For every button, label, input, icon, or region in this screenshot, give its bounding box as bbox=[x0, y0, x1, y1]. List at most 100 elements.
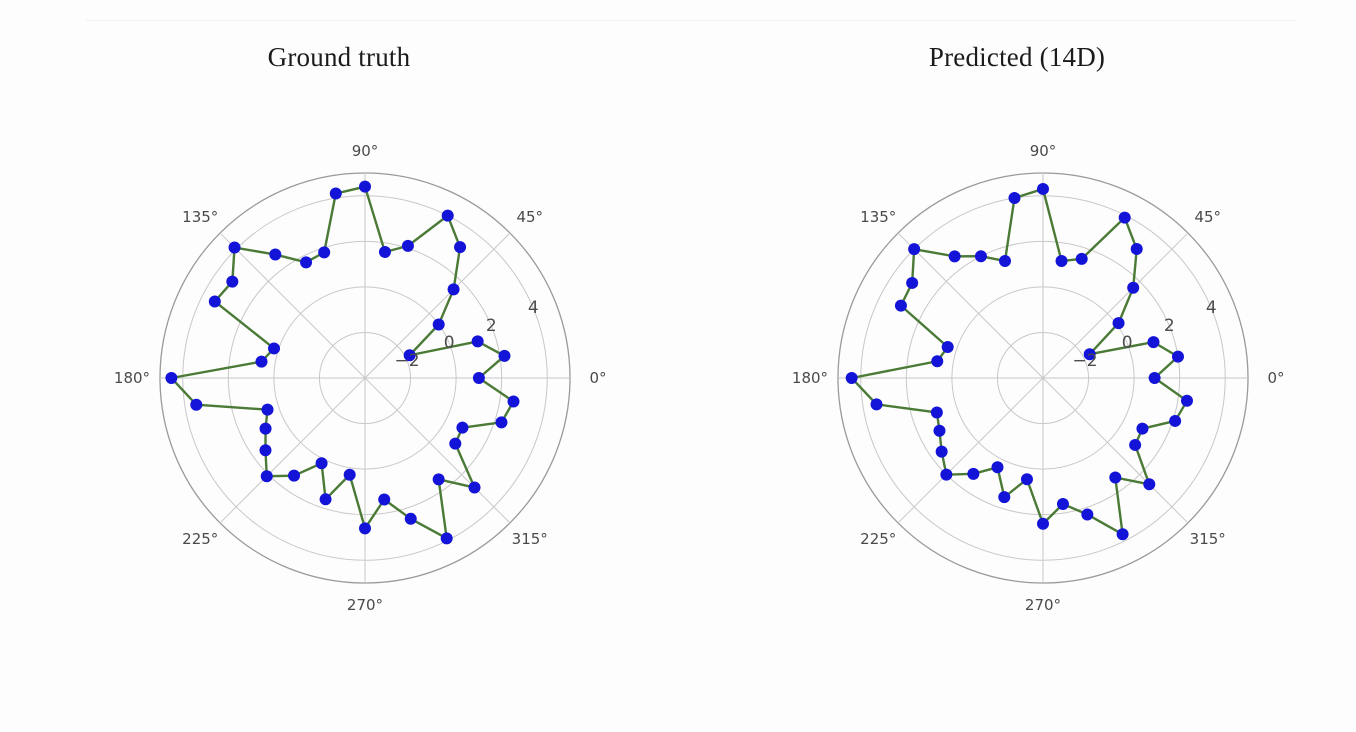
polar-data-point bbox=[432, 473, 445, 486]
polar-data-point bbox=[1129, 438, 1142, 451]
angular-tick-label: 45° bbox=[516, 208, 544, 227]
polar-data-point bbox=[441, 209, 454, 222]
polar-grid-spoke bbox=[1042, 232, 1189, 379]
radial-tick-label: 4 bbox=[527, 298, 539, 319]
polar-data-point bbox=[359, 180, 371, 193]
polar-data-point bbox=[1037, 517, 1049, 530]
polar-data-point bbox=[1148, 372, 1161, 384]
polar-data-point bbox=[343, 468, 356, 481]
polar-grid-spoke bbox=[364, 232, 511, 379]
polar-data-point bbox=[456, 421, 469, 434]
polar-data-point bbox=[268, 342, 281, 355]
polar-grid-spoke bbox=[219, 377, 366, 524]
polar-data-point bbox=[378, 246, 391, 259]
polar-data-point bbox=[1130, 243, 1143, 256]
polar-data-point bbox=[401, 239, 414, 252]
scan-artifact-line bbox=[86, 20, 1296, 21]
angular-tick-label: 45° bbox=[1194, 208, 1222, 227]
angular-tick-label: 315° bbox=[511, 529, 548, 548]
polar-data-point bbox=[440, 532, 453, 545]
angular-tick-label: 0° bbox=[1267, 369, 1285, 387]
polar-data-point bbox=[967, 467, 980, 480]
polar-grid-spoke bbox=[897, 232, 1044, 379]
polar-data-point bbox=[948, 250, 961, 263]
polar-data-point bbox=[300, 256, 313, 269]
polar-grid-spoke bbox=[364, 377, 511, 524]
polar-data-point bbox=[1109, 471, 1122, 484]
polar-data-point bbox=[894, 299, 907, 312]
polar-data-point bbox=[1075, 252, 1088, 265]
angular-tick-label: 270° bbox=[346, 596, 384, 614]
polar-data-point bbox=[404, 512, 417, 525]
angular-tick-label: 180° bbox=[791, 369, 829, 387]
angular-tick-label: 0° bbox=[589, 369, 607, 387]
radial-tick-label: 0 bbox=[443, 333, 455, 354]
polar-data-point bbox=[359, 522, 371, 535]
polar-data-point bbox=[447, 283, 460, 296]
polar-data-point bbox=[998, 491, 1011, 504]
polar-data-point bbox=[940, 468, 953, 481]
angular-tick-label: 90° bbox=[1029, 142, 1057, 160]
radial-tick-label: 4 bbox=[1205, 298, 1217, 319]
radial-tick-label: −2 bbox=[1072, 350, 1098, 371]
angular-tick-label: 225° bbox=[860, 529, 897, 548]
polar-data-point bbox=[845, 372, 858, 384]
angular-tick-label: 315° bbox=[1189, 529, 1226, 548]
polar-data-point bbox=[260, 470, 273, 483]
polar-data-point bbox=[1147, 336, 1160, 349]
polar-series-line bbox=[850, 187, 1189, 536]
radial-tick-label: −2 bbox=[394, 350, 420, 371]
polar-data-point bbox=[472, 372, 485, 384]
polar-data-point bbox=[1171, 350, 1184, 363]
polar-data-point bbox=[468, 481, 481, 494]
angular-tick-label: 180° bbox=[113, 369, 151, 387]
polar-data-point bbox=[870, 398, 883, 411]
polar-data-point bbox=[1083, 348, 1096, 361]
panel-title-predicted: Predicted (14D) bbox=[928, 42, 1106, 72]
polar-data-point bbox=[1169, 414, 1182, 427]
polar-data-point bbox=[906, 276, 919, 289]
polar-data-point bbox=[259, 422, 272, 435]
polar-axes bbox=[159, 172, 571, 584]
polar-data-point bbox=[318, 246, 331, 259]
polar-data-point bbox=[165, 372, 178, 384]
polar-data-point bbox=[255, 355, 268, 368]
polar-data-point bbox=[935, 445, 948, 458]
polar-series-line bbox=[170, 185, 515, 540]
angular-tick-label: 135° bbox=[860, 208, 897, 227]
angular-tick-label: 90° bbox=[351, 142, 379, 160]
polar-data-point bbox=[1081, 508, 1094, 521]
radial-tick-label: 0 bbox=[1121, 333, 1133, 354]
polar-data-point bbox=[931, 355, 944, 368]
polar-data-point bbox=[991, 461, 1004, 474]
polar-data-point bbox=[432, 318, 445, 331]
polar-data-point bbox=[1020, 473, 1033, 486]
polar-data-point bbox=[329, 187, 342, 200]
polar-data-point bbox=[1112, 317, 1125, 330]
panel-ground-truth: Ground truth 0°45°90°135°180°225°270°315… bbox=[113, 42, 607, 614]
polar-grid-spoke bbox=[1042, 377, 1189, 524]
polar-data-point bbox=[454, 241, 467, 254]
polar-data-point bbox=[208, 295, 221, 308]
polar-data-point bbox=[495, 416, 508, 429]
polar-data-point bbox=[471, 335, 484, 348]
polar-data-point bbox=[228, 241, 241, 254]
panel-title-ground-truth: Ground truth bbox=[267, 42, 411, 72]
polar-data-point bbox=[1116, 528, 1129, 541]
polar-data-point bbox=[269, 248, 282, 261]
polar-data-point bbox=[315, 457, 328, 470]
polar-data-point bbox=[933, 424, 946, 437]
polar-data-point bbox=[190, 398, 203, 411]
polar-data-point bbox=[1136, 422, 1149, 435]
radial-tick-label: 2 bbox=[485, 315, 497, 336]
polar-data-point bbox=[319, 493, 332, 506]
polar-data-point bbox=[1143, 478, 1156, 491]
polar-data-point bbox=[288, 469, 301, 482]
polar-data-point bbox=[998, 255, 1011, 268]
polar-data-point bbox=[1008, 192, 1021, 205]
polar-data-point bbox=[908, 243, 921, 256]
polar-data-point bbox=[261, 403, 274, 416]
polar-data-point bbox=[930, 406, 943, 419]
